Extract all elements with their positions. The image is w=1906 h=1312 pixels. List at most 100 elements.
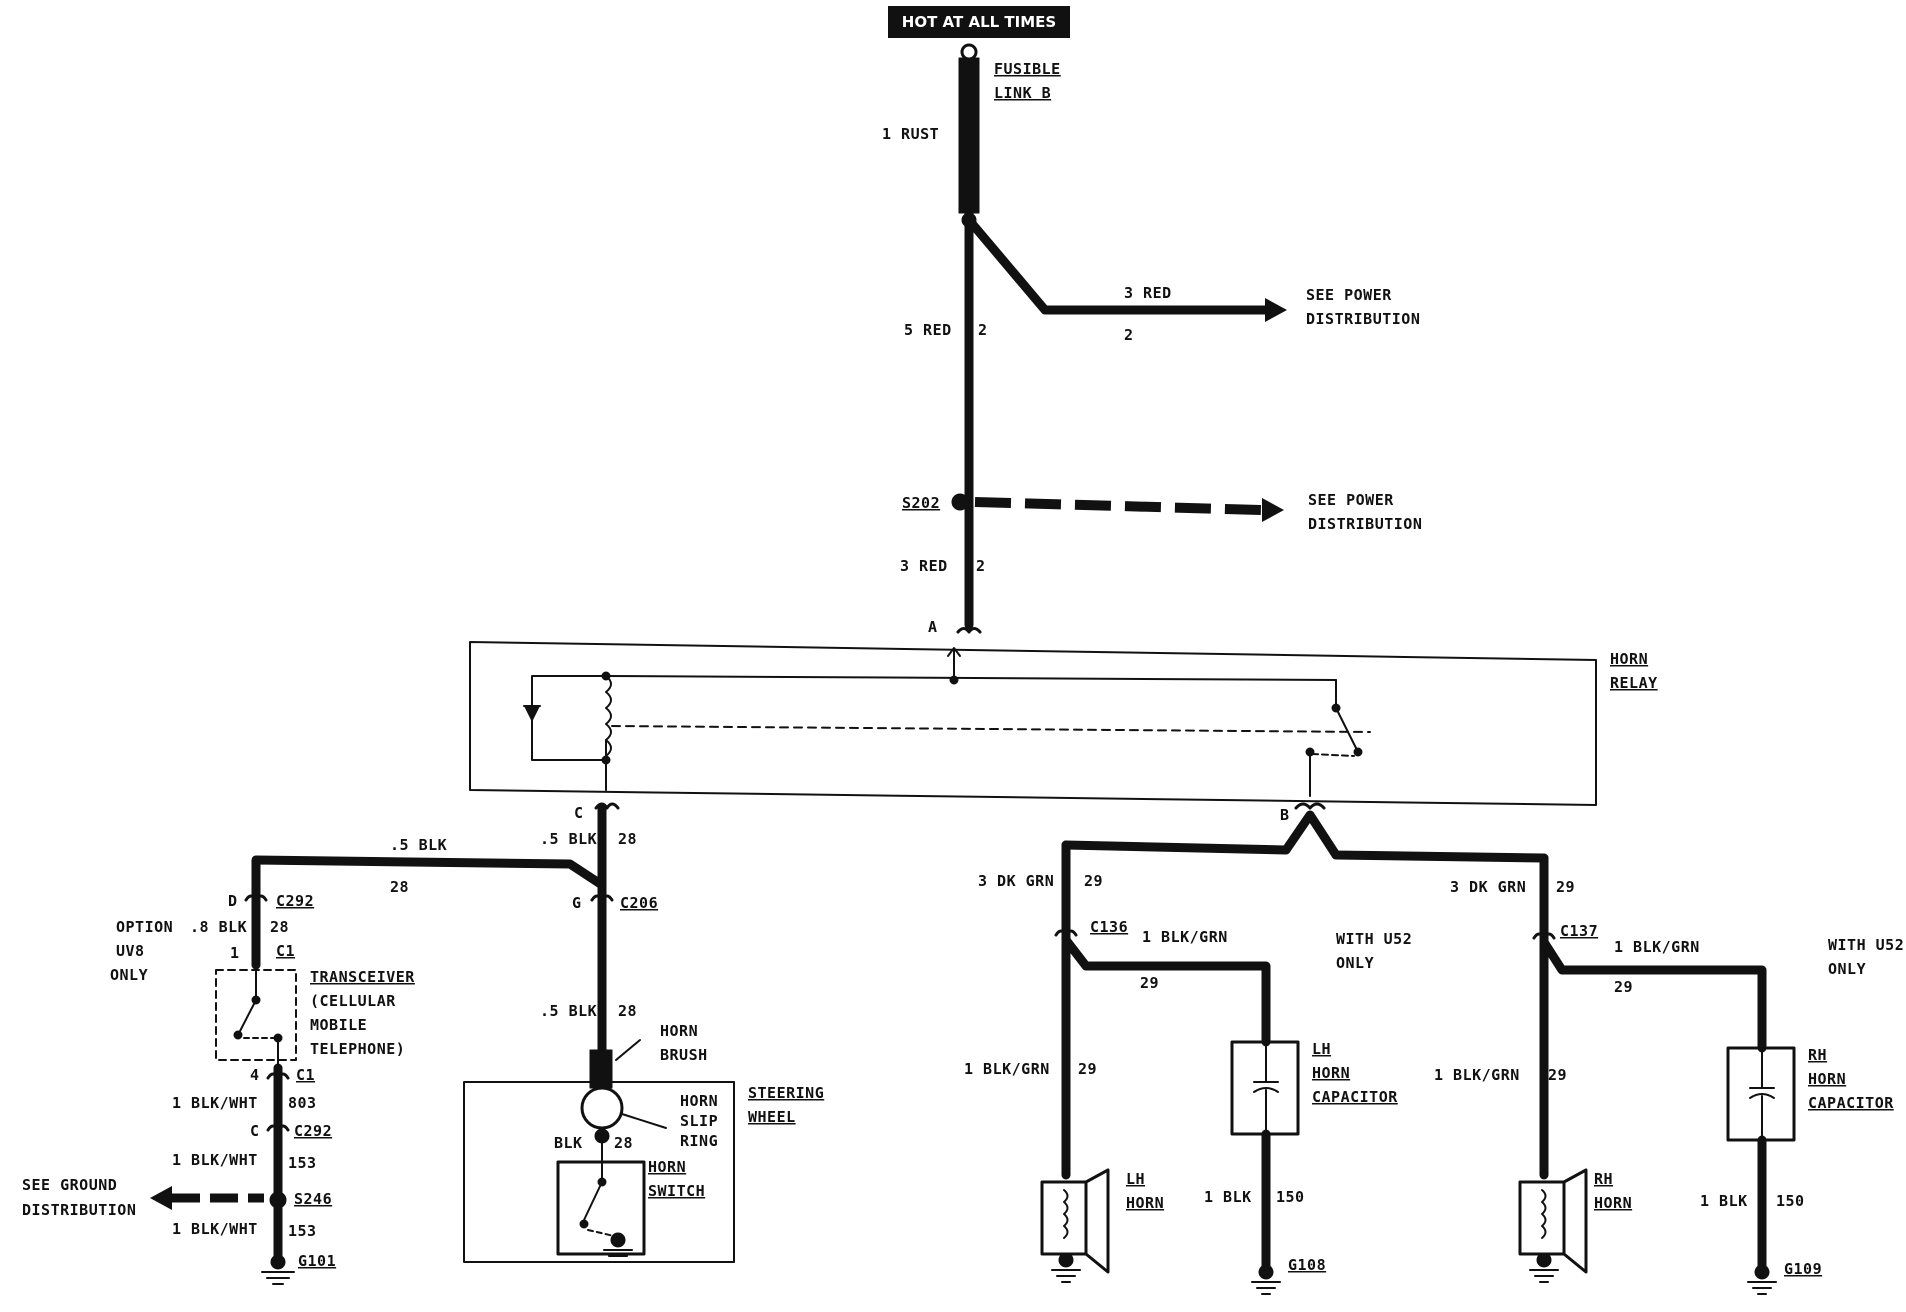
relay-armature-link: [611, 725, 1371, 733]
circuit-number: 2: [978, 321, 988, 339]
option-label: UV8: [116, 942, 145, 960]
switch-node: [233, 1030, 243, 1040]
ground-node: [1058, 1252, 1074, 1268]
slip-ring-label: RING: [680, 1132, 718, 1150]
switch-node: [579, 1219, 589, 1229]
lh-horn-bell: [1084, 1168, 1110, 1274]
pin-label: 1: [230, 944, 240, 962]
connector-c206-icon: [590, 894, 614, 902]
wire-label: 1 BLK/GRN: [1142, 928, 1228, 946]
steering-wheel-box: [463, 1081, 735, 1263]
fusible-link: [958, 57, 980, 214]
transceiver-label: TELEPHONE): [310, 1040, 405, 1058]
relay-arrow-icon: [947, 647, 961, 657]
ground-node: [1754, 1264, 1770, 1280]
lh-horn-label: LH: [1126, 1170, 1145, 1188]
wire-label: BLK: [554, 1134, 583, 1152]
with-u52-label: WITH U52: [1828, 936, 1904, 954]
splice-s246-dot: [269, 1191, 287, 1209]
pin-label: G: [572, 894, 582, 912]
circuit-number: 2: [976, 557, 986, 575]
lh-horn-label: HORN: [1126, 1194, 1164, 1212]
pointer-line: [615, 1039, 641, 1061]
switch-blade: [237, 999, 257, 1036]
arrow-right-icon: [1262, 498, 1284, 522]
hot-at-all-times-banner: [888, 6, 1070, 38]
connector-c136-icon: [1054, 929, 1078, 937]
see-ground-label: SEE GROUND: [22, 1176, 117, 1194]
dashed-wire-power: [974, 497, 1263, 515]
rh-horn-label: HORN: [1594, 1194, 1632, 1212]
wire-label: .5 BLK: [390, 836, 447, 854]
connector-c292-icon: [266, 1124, 290, 1132]
horn-switch-label: SWITCH: [648, 1182, 705, 1200]
wire-label: 1 BLK/WHT: [172, 1220, 258, 1238]
lh-capacitor-label: CAPACITOR: [1312, 1088, 1398, 1106]
splice-s202-label: S202: [902, 494, 940, 512]
horn-switch-label: HORN: [648, 1158, 686, 1176]
circuit-number: 29: [1614, 978, 1633, 996]
ground-g101-label: G101: [298, 1252, 336, 1270]
wire-label: .8 BLK: [190, 918, 247, 936]
wire-label: 3 DK GRN: [1450, 878, 1526, 896]
rh-horn-label: RH: [1594, 1170, 1613, 1188]
relay-switch-blade: [1335, 707, 1359, 753]
horn-slip-ring: [580, 1086, 624, 1130]
wire-label: 3 DK GRN: [978, 872, 1054, 890]
with-u52-label: WITH U52: [1336, 930, 1412, 948]
see-ground-label: DISTRIBUTION: [22, 1201, 136, 1219]
horn-brush-label: HORN: [660, 1022, 698, 1040]
circuit-number: 150: [1776, 1192, 1805, 1210]
ground-g109-label: G109: [1784, 1260, 1822, 1278]
hot-at-all-times-label: HOT AT ALL TIMES: [902, 13, 1056, 31]
fusible-link-label: LINK B: [994, 84, 1051, 102]
wire-label: 1 BLK/WHT: [172, 1094, 258, 1112]
connector-c1-icon: [266, 1072, 290, 1080]
wire-label: 1 BLK/WHT: [172, 1151, 258, 1169]
slip-ring-label: HORN: [680, 1092, 718, 1110]
splice-s246-label: S246: [294, 1190, 332, 1208]
wire-label: 1 BLK: [1700, 1192, 1748, 1210]
with-u52-label: ONLY: [1336, 954, 1374, 972]
wire-5-blk: [251, 803, 607, 905]
circuit-number: 29: [1084, 872, 1103, 890]
wire-label: 1 BLK: [1204, 1188, 1252, 1206]
pin-label: C: [250, 1122, 260, 1140]
wire-label: 1 BLK/GRN: [1434, 1066, 1520, 1084]
option-label: ONLY: [110, 966, 148, 984]
connector-c136-label: C136: [1090, 918, 1128, 936]
steering-wheel-label: WHEEL: [748, 1108, 796, 1126]
steering-wheel-label: STEERING: [748, 1084, 824, 1102]
circuit-number: 29: [1548, 1066, 1567, 1084]
splice-s202-dot: [951, 493, 969, 511]
circuit-number: 153: [288, 1222, 317, 1240]
connector-c292-label: C292: [294, 1122, 332, 1140]
rh-capacitor-label: CAPACITOR: [1808, 1094, 1894, 1112]
with-u52-label: ONLY: [1828, 960, 1866, 978]
lh-horn-body: [1040, 1180, 1088, 1256]
rh-capacitor-label: HORN: [1808, 1070, 1846, 1088]
relay-node: [949, 675, 959, 685]
lh-capacitor-label: HORN: [1312, 1064, 1350, 1082]
pin-label: C: [574, 804, 584, 822]
ground-node: [1536, 1252, 1552, 1268]
circuit-number: 28: [618, 1002, 637, 1020]
option-label: OPTION: [116, 918, 173, 936]
ground-node: [1258, 1264, 1274, 1280]
circuit-number: 28: [614, 1134, 633, 1152]
see-power-label: DISTRIBUTION: [1308, 515, 1422, 533]
circuit-number: 150: [1276, 1188, 1305, 1206]
connector-b-icon: [1294, 802, 1326, 810]
relay-coil-icon: [605, 675, 612, 757]
wire-lh-capacitor: [1061, 935, 1271, 1047]
fuse-terminal: [960, 43, 978, 61]
circuit-number: 29: [1078, 1060, 1097, 1078]
wire-rh-capacitor: [1539, 937, 1767, 1053]
wire-label: 5 RED: [904, 321, 952, 339]
connector-a-icon: [956, 627, 982, 634]
pin-label: 4: [250, 1066, 260, 1084]
wire-label: 1 RUST: [882, 125, 939, 143]
horn-coil-icon: [1063, 1189, 1069, 1239]
wire-label: .5 BLK: [540, 830, 597, 848]
